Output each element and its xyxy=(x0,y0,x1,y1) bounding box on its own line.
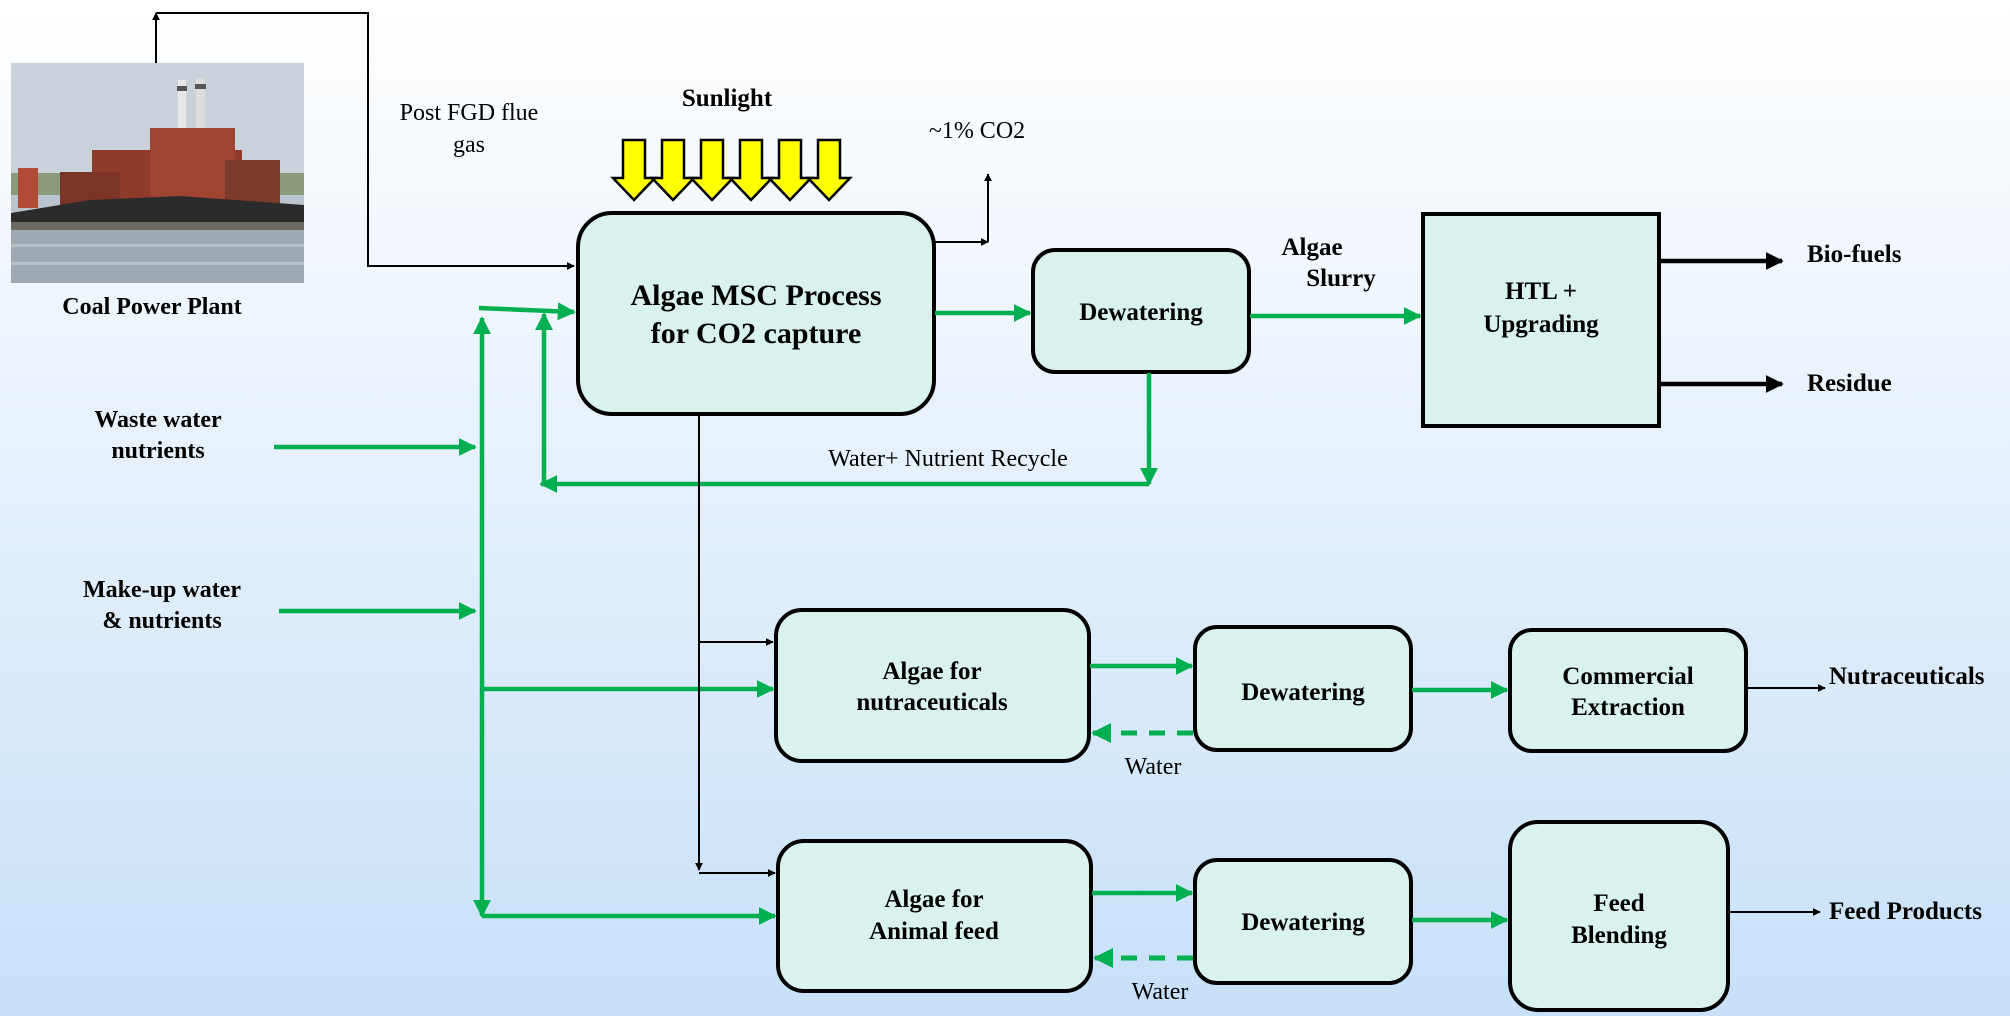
flue-gas-line xyxy=(156,12,575,270)
algae-slurry-line2: Slurry xyxy=(1306,265,1376,292)
sun-arrow xyxy=(727,138,775,202)
sun-arrow xyxy=(649,138,697,202)
dewatering-bot-box xyxy=(1193,858,1413,985)
dewatering-top-label: Dewatering xyxy=(1079,299,1203,326)
recycle-label: Water+ Nutrient Recycle xyxy=(828,446,1068,472)
sun-arrow xyxy=(688,138,736,202)
blending-box-line1: Feed xyxy=(1593,890,1644,917)
makeup-water-line2: & nutrients xyxy=(102,608,221,634)
dewatering-mid-box xyxy=(1193,625,1413,752)
feed-blending-box xyxy=(1508,820,1730,1012)
extraction-box-line1: Commercial xyxy=(1562,663,1693,690)
msc-box-line2: for CO2 capture xyxy=(651,317,862,350)
nutraceuticals-label: Nutraceuticals xyxy=(1829,663,1985,690)
feed-box-line2: Animal feed xyxy=(869,918,999,945)
sun-arrow xyxy=(805,138,853,202)
sun-arrow xyxy=(766,138,814,202)
htl-box-line2: Upgrading xyxy=(1483,311,1599,338)
post-fgd-label-line2: gas xyxy=(453,132,485,158)
msc-process-box xyxy=(576,211,936,416)
msc-box-line1: Algae MSC Process xyxy=(630,279,881,312)
sun-arrow xyxy=(610,138,658,202)
feed-box-line1: Algae for xyxy=(884,886,983,913)
extraction-box-line2: Extraction xyxy=(1571,694,1685,721)
post-fgd-label-line1: Post FGD flue xyxy=(400,100,539,126)
sunlight-label: Sunlight xyxy=(682,85,773,112)
blending-box-line2: Blending xyxy=(1571,922,1667,949)
residue-label: Residue xyxy=(1807,370,1892,397)
htl-box-line1: HTL + xyxy=(1505,278,1577,305)
nutrients-to-msc-arrow xyxy=(478,302,576,321)
water-label-feed: Water xyxy=(1132,979,1189,1005)
animal-feed-box xyxy=(776,839,1093,993)
makeup-water-line1: Make-up water xyxy=(83,577,241,603)
dewatering-mid-label: Dewatering xyxy=(1241,679,1365,706)
biofuels-label: Bio-fuels xyxy=(1807,241,1902,268)
power-plant-photo xyxy=(11,63,304,283)
dewatering-bot-label: Dewatering xyxy=(1241,909,1365,936)
htl-upgrading-box xyxy=(1421,212,1661,428)
nutra-box-line2: nutraceuticals xyxy=(856,689,1008,716)
dewatering-top-box xyxy=(1031,248,1251,374)
waste-water-line1: Waste water xyxy=(94,407,222,433)
waste-water-line2: nutrients xyxy=(111,438,204,464)
water-label-nutra: Water xyxy=(1125,754,1182,780)
nutraceuticals-box xyxy=(774,608,1091,763)
algae-slurry-line1: Algae xyxy=(1281,234,1342,261)
feed-products-label: Feed Products xyxy=(1829,898,1982,925)
sunlight-arrows xyxy=(610,138,853,202)
nutra-box-line1: Algae for xyxy=(882,658,981,685)
coal-power-plant-label: Coal Power Plant xyxy=(62,294,242,320)
co2-exhaust-label: ~1% CO2 xyxy=(929,118,1025,144)
commercial-extraction-box xyxy=(1508,628,1748,753)
